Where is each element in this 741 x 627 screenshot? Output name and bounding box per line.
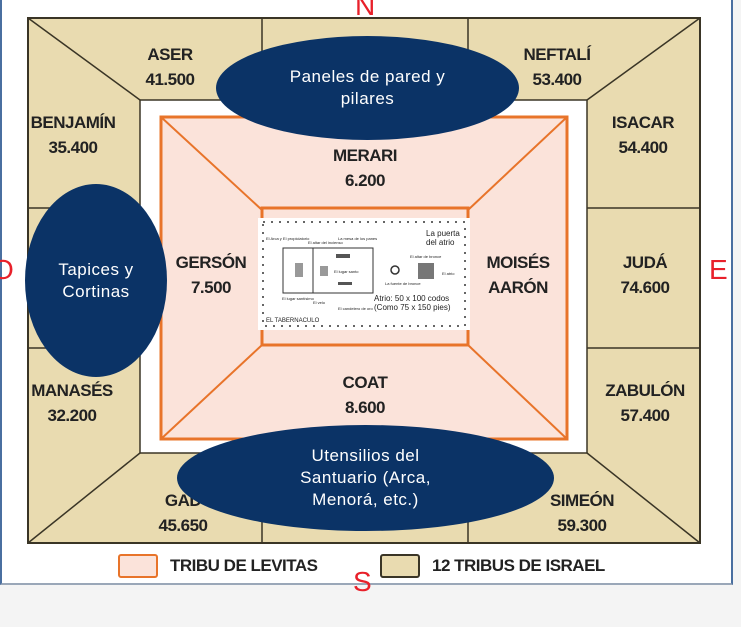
label-altar-bronce: El altar de bronce — [410, 254, 442, 259]
north-label: N — [355, 0, 376, 21]
label-velo: El velo — [313, 300, 326, 305]
legend-label-levitas: TRIBU DE LEVITAS — [170, 556, 318, 575]
label-puerta: La puerta del atrio — [426, 229, 460, 247]
levite-dividers — [160, 116, 568, 440]
label-altar-incienso: El altar del incienso — [308, 240, 343, 245]
label-atrio: El atrio — [442, 271, 455, 276]
legend-swatch-levitas — [118, 554, 158, 578]
west-label: O — [0, 254, 14, 285]
label-candelero: El candelero de oro — [338, 306, 373, 311]
label-santo: El lugar santo — [334, 269, 359, 274]
legend-label-israel: 12 TRIBUS DE ISRAEL — [432, 556, 605, 575]
legend-levitas: TRIBU DE LEVITAS — [118, 554, 318, 578]
tabernacle-drawing: El Arca y El propiciatorio El altar del … — [262, 221, 466, 327]
east-label: E — [709, 254, 728, 285]
tabernacle-title: EL TABERNACULO — [266, 318, 320, 324]
tabernacle-plan: El Arca y El propiciatorio El altar del … — [258, 218, 470, 330]
south-label: S — [353, 566, 372, 597]
label-arca: El Arca y El propiciatorio — [266, 236, 310, 241]
label-mesa: La mesa de los panes — [338, 236, 377, 241]
callout-top: Paneles de pared y pilares — [216, 36, 519, 140]
label-santisimo: El lugar santísimo — [282, 296, 315, 301]
label-fuente: La fuente de bronce — [385, 281, 421, 286]
legend-israel: 12 TRIBUS DE ISRAEL — [380, 554, 605, 578]
callout-bottom: Utensilios del Santuario (Arca, Menorá, … — [177, 425, 554, 531]
callout-left: Tapices y Cortinas — [25, 184, 167, 377]
legend-swatch-israel — [380, 554, 420, 578]
label-medidas: Atrio: 50 x 100 codos (Como 75 x 150 pie… — [374, 294, 451, 312]
